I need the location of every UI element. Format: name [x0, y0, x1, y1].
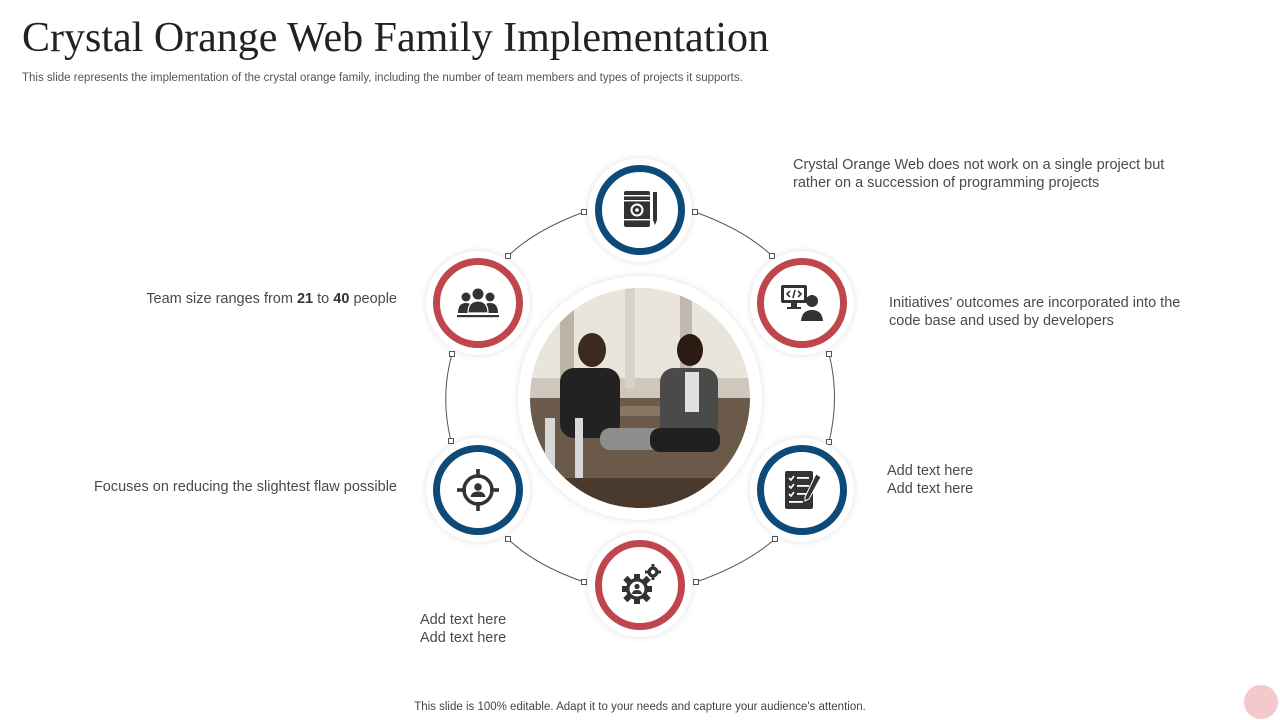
team-size-min: 21	[296, 291, 314, 307]
node-top	[588, 158, 692, 262]
node-upper-right	[750, 251, 854, 355]
label-line: Crystal Orange Web does not work on a si…	[793, 157, 1165, 173]
label-upper-left: Team size ranges from 21 to 40 people	[37, 290, 397, 308]
page-subtitle: This slide represents the implementation…	[22, 72, 743, 84]
label-line: Add text here	[887, 463, 974, 479]
center-photo-frame	[518, 276, 762, 520]
label-text: people	[349, 291, 397, 307]
node-bottom	[588, 533, 692, 637]
label-lower-left: Focuses on reducing the slightest flaw p…	[37, 478, 397, 496]
label-text: to	[313, 291, 334, 307]
label-line: Focuses on reducing the slightest flaw p…	[93, 479, 397, 495]
developer-code-icon	[781, 285, 823, 321]
node-ring	[433, 445, 523, 535]
node-lower-right	[750, 438, 854, 542]
label-line: Add text here	[887, 481, 974, 497]
node-ring	[757, 258, 847, 348]
label-line: code base and used by developers	[889, 313, 1114, 329]
label-top: Crystal Orange Web does not work on a si…	[793, 156, 1213, 192]
meeting-photo	[530, 288, 750, 508]
corner-decoration	[1244, 685, 1278, 719]
node-ring	[595, 165, 685, 255]
footer-note: This slide is 100% editable. Adapt it to…	[414, 701, 866, 713]
label-lower-right: Add text here Add text here	[887, 462, 1087, 498]
label-line: Initiatives' outcomes are incorporated i…	[889, 295, 1181, 311]
node-ring	[433, 258, 523, 348]
label-line: Add text here	[420, 630, 507, 646]
node-lower-left	[426, 438, 530, 542]
label-bottom: Add text here Add text here	[420, 611, 620, 647]
team-icon	[457, 288, 499, 318]
label-text: Team size ranges from	[146, 291, 297, 307]
node-ring	[757, 445, 847, 535]
checklist-pen-icon	[785, 471, 822, 509]
gear-user-icon	[622, 564, 661, 604]
team-size-max: 40	[333, 291, 350, 307]
target-user-icon	[457, 469, 499, 511]
label-upper-right: Initiatives' outcomes are incorporated i…	[889, 294, 1249, 330]
document-gear-icon	[624, 191, 657, 227]
page-title: Crystal Orange Web Family Implementation	[22, 15, 770, 61]
node-ring	[595, 540, 685, 630]
label-line: rather on a succession of programming pr…	[793, 175, 1100, 191]
node-upper-left	[426, 251, 530, 355]
label-line: Add text here	[420, 612, 507, 628]
